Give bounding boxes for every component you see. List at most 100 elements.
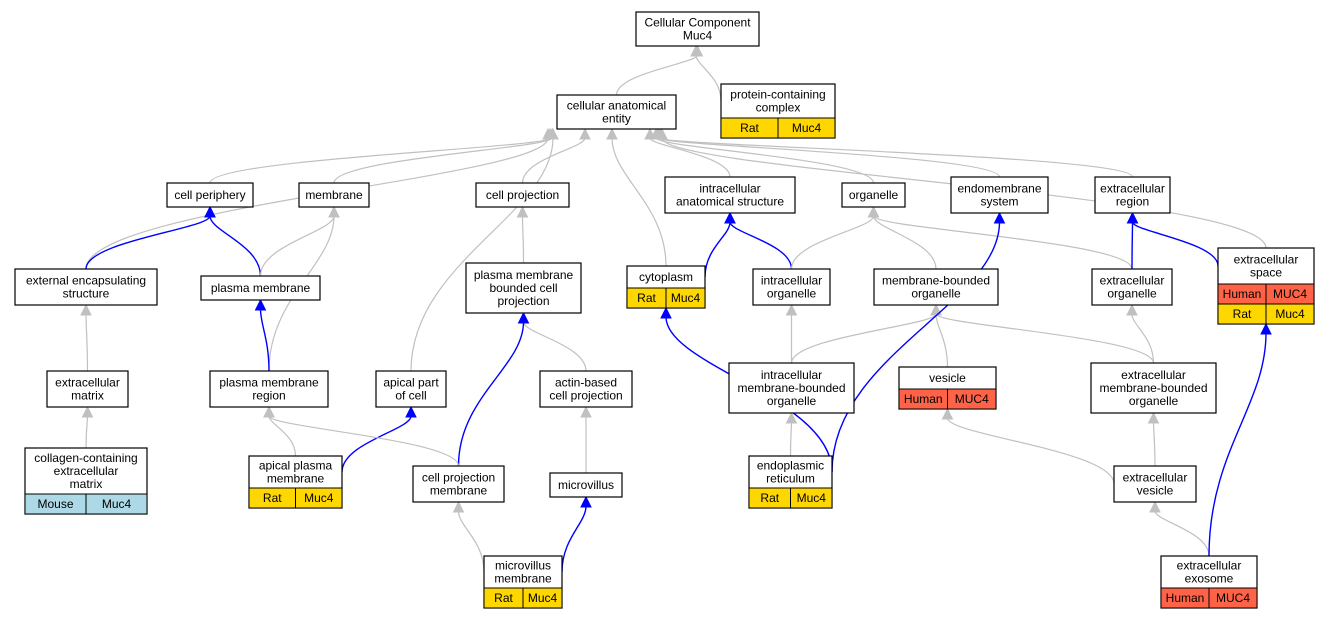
node-box: [635, 11, 760, 47]
node-pm[interactable]: plasma membrane: [200, 275, 321, 301]
node-label-line: microvillus: [495, 559, 551, 573]
node-label-line: system: [980, 195, 1018, 209]
node-label-line: of cell: [395, 389, 426, 403]
gene-cell: [85, 493, 148, 515]
node-label-line: apical plasma: [259, 459, 333, 473]
gene-label: Muc4: [528, 591, 558, 605]
node-label-line: extracellular: [1100, 182, 1165, 196]
gene-cell: [790, 487, 833, 509]
node-box: [375, 370, 447, 408]
node-label-line: anatomical structure: [676, 195, 784, 209]
node-label-line: vesicle: [1137, 484, 1174, 498]
node-box: [664, 176, 796, 214]
node-label-line: intracellular: [761, 368, 822, 382]
node-org[interactable]: organelle: [841, 182, 906, 208]
node-label-line: intracellular: [699, 182, 760, 196]
edge-io-to-org: [790, 205, 880, 270]
node-mem[interactable]: membrane: [298, 182, 370, 208]
node-label-line: organelle: [911, 287, 961, 301]
node-mv[interactable]: microvillus: [549, 472, 623, 498]
node-label-line: extracellular: [1234, 253, 1299, 267]
node-label-line: reticulum: [766, 472, 815, 486]
node-cp[interactable]: cell periphery: [166, 182, 254, 208]
species-label: Mouse: [37, 497, 73, 511]
node-label-line: cytoplasm: [639, 270, 693, 284]
node-label-line: membrane: [494, 572, 552, 586]
gene-cell: [1208, 587, 1258, 609]
node-label-line: plasma membrane: [474, 268, 574, 282]
edge-ees-to-cp: [85, 205, 216, 270]
node-label-line: membrane-bounded: [882, 274, 990, 288]
species-label: Rat: [760, 491, 779, 505]
node-box: [1090, 362, 1217, 414]
edge-eorg-to-org: [867, 205, 1133, 270]
gene-label: MUC4: [1273, 287, 1307, 301]
edge-pcc-to-cc: [690, 44, 722, 102]
species-label: Rat: [263, 491, 282, 505]
node-label-line: microvillus: [558, 478, 614, 492]
edge-endo-to-ems: [831, 211, 1006, 473]
edge-embo-to-eorg: [1126, 303, 1155, 364]
node-label-line: structure: [63, 287, 110, 301]
node-label-line: collagen-containing: [34, 451, 137, 465]
species-label: Human: [904, 392, 943, 406]
node-box: [873, 268, 999, 306]
gene-label: Muc4: [792, 121, 822, 135]
node-box: [209, 370, 329, 408]
node-label-line: organelle: [1129, 394, 1179, 408]
node-ccem[interactable]: collagen-containingextracellularmatrixMo…: [24, 447, 148, 515]
gene-label: MUC4: [955, 392, 989, 406]
node-box: [14, 268, 158, 306]
node-label-line: projection: [497, 294, 549, 308]
node-box: [298, 182, 370, 208]
edge-exo-to-es: [1208, 322, 1272, 557]
node-box: [166, 182, 254, 208]
node-label-line: extracellular: [55, 376, 120, 390]
edge-mvm-to-mv: [561, 495, 592, 573]
node-box: [46, 370, 129, 408]
species-label: Human: [1223, 287, 1262, 301]
edge-pmr-to-pm: [254, 298, 270, 372]
node-label-line: extracellular: [1100, 274, 1165, 288]
gene-label: Muc4: [304, 491, 334, 505]
node-box: [200, 275, 321, 301]
node-label-line: vesicle: [929, 371, 966, 385]
edge-ev-to-embo: [1147, 411, 1160, 467]
node-label-line: region: [1116, 195, 1149, 209]
species-label: Human: [1166, 591, 1205, 605]
node-cproj[interactable]: cell projection: [475, 182, 570, 208]
species-label: Rat: [740, 121, 759, 135]
node-label-line: cell projection: [486, 188, 559, 202]
node-box: [465, 262, 582, 314]
edge-cyto-to-cae: [606, 127, 667, 267]
gene-cell: [947, 388, 997, 410]
node-label-line: space: [1250, 266, 1282, 280]
